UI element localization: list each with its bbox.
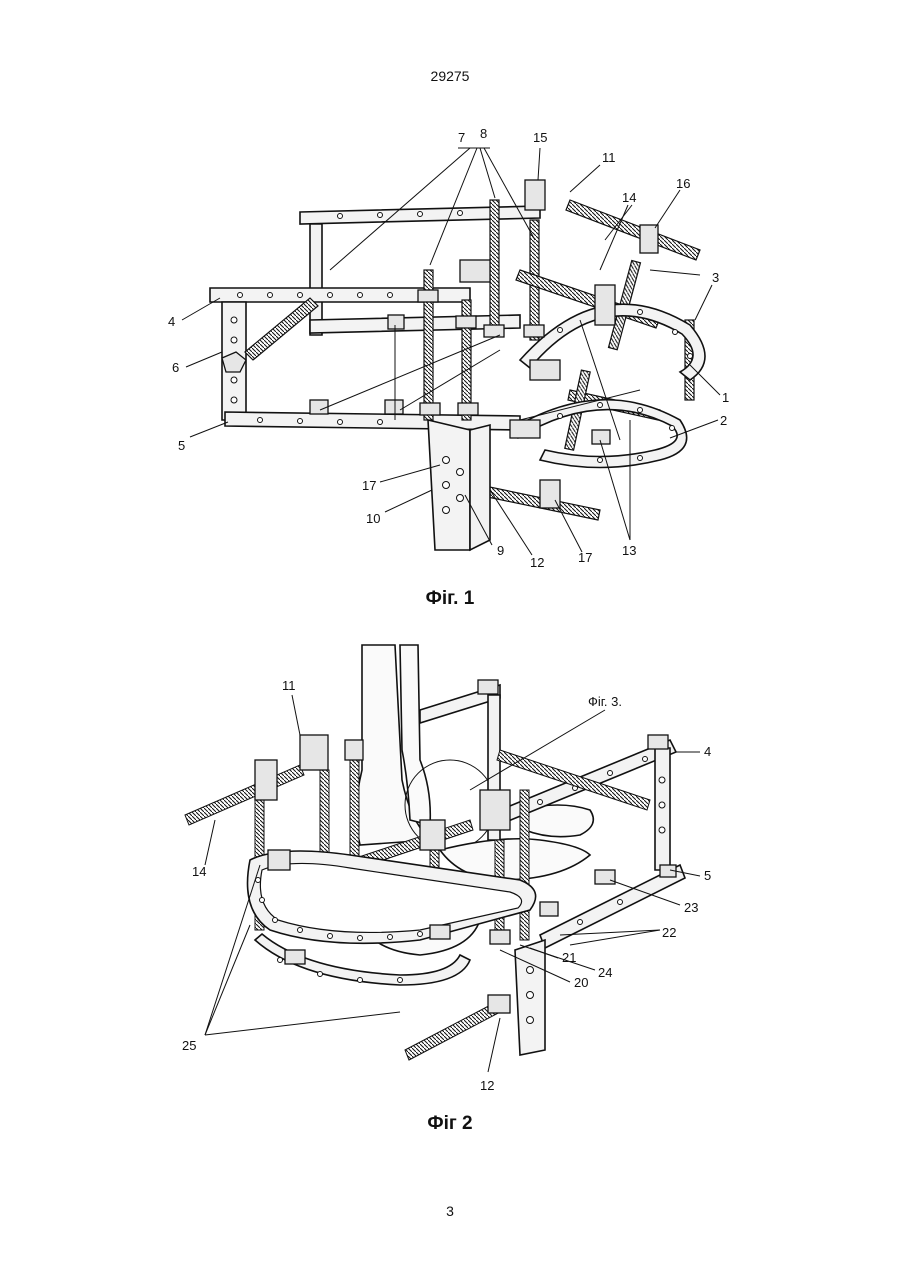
fig2-label-11: 11 [282, 678, 296, 693]
fig2-label-24: 24 [598, 965, 612, 980]
fig2-label-12: 12 [480, 1078, 494, 1093]
fig1-label-13: 13 [622, 543, 636, 558]
figure-1-caption: Фіг. 1 [0, 588, 900, 610]
leg-bones [356, 645, 495, 850]
figure-1-drawing: 7 8 15 11 14 16 3 4 6 1 5 2 17 10 9 12 1… [0, 120, 900, 580]
fig2-label-25: 25 [182, 1038, 196, 1053]
fig1-label-8: 8 [480, 126, 487, 141]
fig1-label-3: 3 [712, 270, 719, 285]
fig1-label-11: 11 [602, 150, 616, 165]
fig1-label-9: 9 [497, 543, 504, 558]
fig1-label-7: 7 [458, 130, 465, 145]
fig1-label-6: 6 [172, 360, 179, 375]
patent-number-header: 29275 [0, 68, 900, 84]
page-number-footer: 3 [0, 1203, 900, 1219]
figure-2-caption: Фіг 2 [0, 1113, 900, 1135]
fig1-label-15: 15 [533, 130, 547, 145]
fig1-label-4: 4 [168, 314, 175, 329]
fig1-label-1: 1 [722, 390, 729, 405]
fig2-label-23: 23 [684, 900, 698, 915]
fig1-label-5: 5 [178, 438, 185, 453]
rear-frame [300, 206, 540, 335]
fig1-label-12: 12 [530, 555, 544, 570]
fig1-label-14: 14 [622, 190, 636, 205]
fig2-label-4: 4 [704, 744, 711, 759]
fig1-label-10: 10 [366, 511, 380, 526]
fig2-label-5: 5 [704, 868, 711, 883]
fig2-ref-fig3: Фіг. 3. [588, 694, 622, 709]
fig2-label-21: 21 [562, 950, 576, 965]
fig2-label-22: 22 [662, 925, 676, 940]
support-plate [428, 420, 490, 550]
support-plate-fig2 [515, 940, 545, 1055]
fig1-label-17b: 17 [578, 550, 592, 565]
figure-2-drawing: 11 Фіг. 3. 4 14 5 23 22 21 24 20 25 12 [0, 640, 900, 1100]
fig2-label-14: 14 [192, 864, 206, 879]
fig2-label-20: 20 [574, 975, 588, 990]
fig1-label-2: 2 [720, 413, 727, 428]
fig1-label-16: 16 [676, 176, 690, 191]
fig1-label-17a: 17 [362, 478, 376, 493]
